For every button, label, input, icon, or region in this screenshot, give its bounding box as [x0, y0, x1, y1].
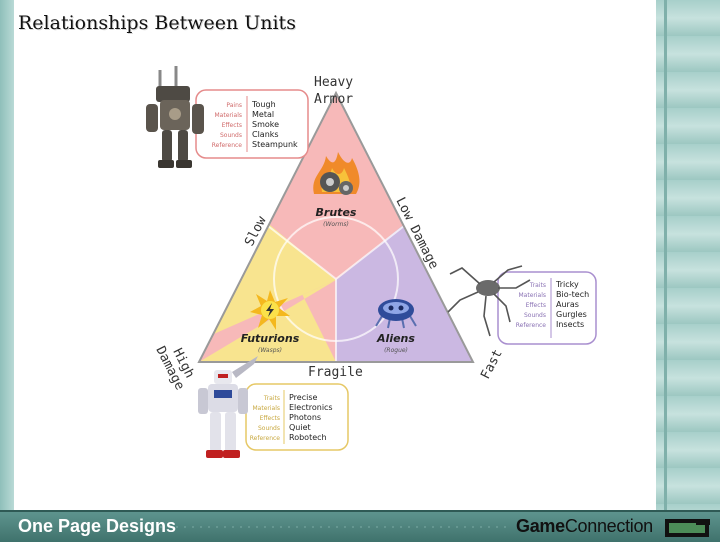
alien-info-card: Traits Materials Effects Sounds Referenc…: [497, 271, 597, 345]
unit-subtitle-brutes: (Worms): [323, 221, 349, 228]
unit-triangle-diagram: Heavy Armor Fragile Slow Low Damage High…: [146, 66, 597, 458]
card-label: Traits: [263, 395, 280, 402]
unit-subtitle-futurions: (Wasps): [258, 347, 282, 354]
footer-series-title: One Page Designs: [18, 516, 177, 536]
region-futurions-fill: [199, 226, 336, 362]
mech-robot-icon: [198, 356, 258, 458]
card-label: Materials: [214, 112, 242, 119]
card-label: Effects: [222, 122, 242, 129]
card-value: Steampunk: [252, 140, 298, 149]
card-label: Effects: [526, 302, 546, 309]
brand-logo-icon: [665, 519, 710, 537]
card-label: Materials: [518, 292, 546, 299]
brand-name-normal: Connection: [564, 516, 653, 536]
card-label: Sounds: [220, 132, 242, 139]
gears-flame-icon: [313, 152, 360, 195]
steampunk-robot-icon: [146, 66, 204, 168]
left-decor-band: [0, 0, 14, 510]
card-label: Materials: [252, 405, 280, 412]
card-label: Reference: [212, 142, 243, 149]
card-value: Bio-tech: [556, 290, 589, 299]
brand-name-bold: Game: [516, 516, 565, 536]
corner-top-label-1: Heavy: [314, 75, 353, 90]
right-decor-panel: [656, 0, 720, 510]
card-value: Tricky: [555, 280, 579, 289]
card-value: Robotech: [289, 433, 327, 442]
footer-bar: One Page Designs GameConnection: [0, 510, 720, 542]
card-value: Photons: [289, 413, 321, 422]
card-value: Insects: [556, 320, 584, 329]
card-value: Smoke: [252, 120, 279, 129]
card-value: Auras: [556, 300, 579, 309]
card-value: Gurgles: [556, 310, 587, 319]
corner-top-label-2: Armor: [314, 92, 353, 107]
card-value: Electronics: [289, 403, 333, 412]
alien-spider-icon: [447, 265, 531, 337]
card-value: Quiet: [289, 423, 311, 432]
card-label: Pains: [226, 102, 242, 109]
card-value: Metal: [252, 110, 274, 119]
unit-name-brutes: Brutes: [316, 206, 357, 219]
card-label: Effects: [260, 415, 280, 422]
region-aliens: [336, 226, 473, 362]
card-label: Reference: [250, 435, 281, 442]
alien-bug-icon: [375, 299, 417, 329]
brute-info-card: Pains Materials Effects Sounds Reference…: [195, 89, 309, 159]
lightning-sun-icon: [250, 290, 290, 330]
unit-subtitle-aliens: (Rogue): [384, 347, 408, 354]
card-label: Traits: [529, 282, 546, 289]
corner-bottom-label: Fragile: [308, 365, 363, 380]
card-value: Precise: [289, 393, 318, 402]
card-label: Sounds: [258, 425, 280, 432]
slide-title: Relationships Between Units: [18, 12, 296, 34]
card-label: Sounds: [524, 312, 546, 319]
footer-tick-decoration: [160, 526, 510, 528]
unit-name-aliens: Aliens: [376, 332, 415, 345]
card-value: Clanks: [252, 130, 279, 139]
brand-name: GameConnection: [516, 516, 653, 537]
edge-fast-label: Fast: [478, 347, 506, 382]
triangle-outline: [197, 90, 475, 363]
futurion-info-card: Traits Materials Effects Sounds Referenc…: [245, 383, 349, 451]
card-value: Tough: [251, 100, 276, 109]
unit-name-futurions: Futurions: [241, 332, 300, 345]
card-label: Reference: [516, 322, 547, 329]
